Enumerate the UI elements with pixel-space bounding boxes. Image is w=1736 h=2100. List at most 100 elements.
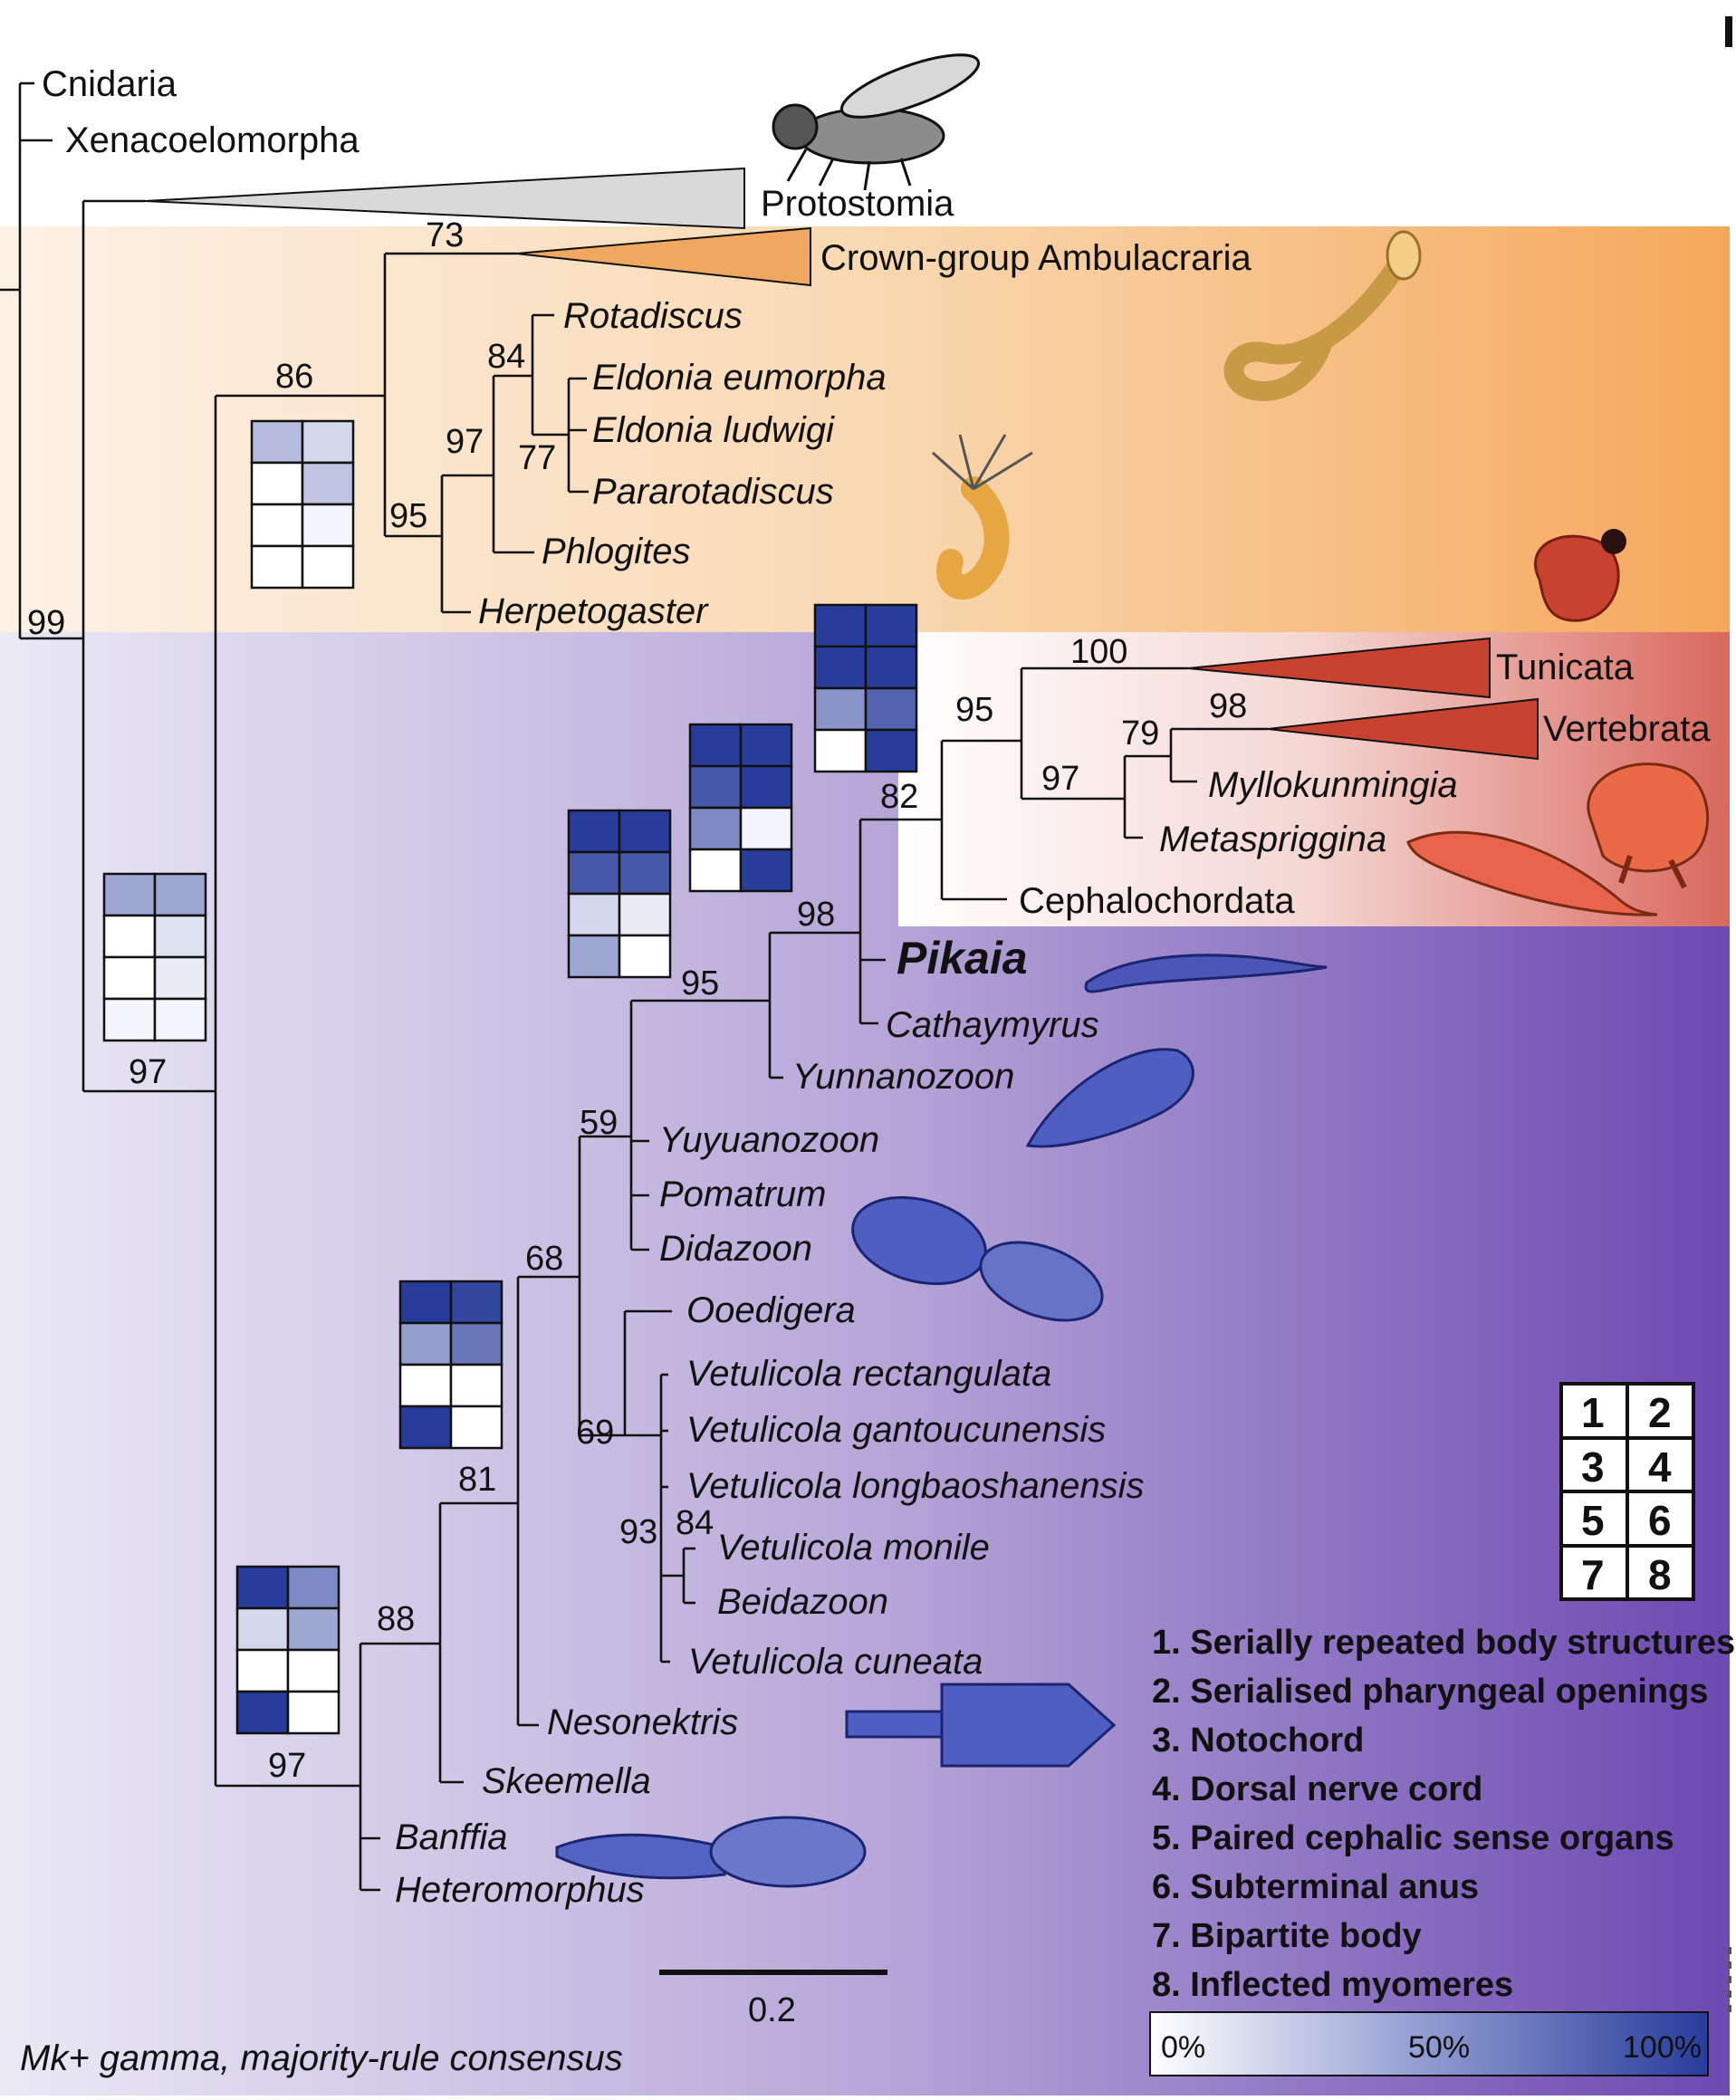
support-97-eld: 97 xyxy=(446,423,484,461)
matrix-cell xyxy=(567,809,621,854)
matrix-cell xyxy=(286,1606,340,1652)
taxon-metaspriggina: Metaspriggina xyxy=(1159,820,1386,859)
matrix-cell xyxy=(618,892,672,937)
matrix-cell xyxy=(688,848,743,893)
matrix-cell xyxy=(235,1690,290,1735)
tree-branches xyxy=(0,82,1268,1892)
matrix-cell xyxy=(153,914,207,959)
acorn-worm-illustration xyxy=(1223,230,1422,401)
vetulicola-illustration xyxy=(845,1683,1117,1768)
tunicate-illustration xyxy=(1533,529,1626,622)
matrix-cell xyxy=(739,806,793,851)
legend-grid-8: 8 xyxy=(1648,1551,1672,1598)
character-4: 4. Dorsal nerve cord xyxy=(1152,1770,1482,1808)
taxon-yunnanozoon: Yunnanozoon xyxy=(792,1057,1014,1097)
taxon-pomatrum: Pomatrum xyxy=(659,1175,827,1214)
support-68: 68 xyxy=(525,1240,563,1278)
herpetogaster-illustration xyxy=(932,434,1033,600)
matrix-cell xyxy=(250,544,304,590)
matrix-cell xyxy=(567,934,621,979)
matrix-cell xyxy=(813,645,868,690)
matrix-cell xyxy=(102,914,157,959)
support-84-eld: 84 xyxy=(487,338,525,376)
support-98-vert: 98 xyxy=(1209,687,1247,725)
taxon-myllokunmingia: Myllokunmingia xyxy=(1208,765,1458,805)
taxon-herpetogaster: Herpetogaster xyxy=(478,591,709,631)
matrix-cell xyxy=(813,728,868,773)
taxon-protostomia: Protostomia xyxy=(761,184,954,224)
taxon-eldonia-eumorpha: Eldonia eumorpha xyxy=(592,358,887,398)
legend-grid: 1 2 3 4 5 6 7 8 xyxy=(1559,1382,1695,1601)
matrix-cell xyxy=(398,1321,453,1366)
support-79: 79 xyxy=(1121,714,1159,753)
taxon-v-gantoucunensis: Vetulicola gantoucunensis xyxy=(686,1410,1106,1450)
matrix-cell xyxy=(449,1405,504,1450)
ambulacraria-wedge xyxy=(515,226,811,287)
character-matrix-97_deut xyxy=(102,872,207,1042)
taxon-beidazoon: Beidazoon xyxy=(717,1582,888,1622)
matrix-cell xyxy=(813,603,868,648)
taxon-heteromorphus: Heteromorphus xyxy=(395,1870,645,1910)
character-matrix-88 xyxy=(235,1565,340,1735)
matrix-cell xyxy=(449,1363,504,1408)
matrix-cell xyxy=(567,850,621,896)
taxon-v-cuneata: Vetulicola cuneata xyxy=(688,1642,983,1682)
taxon-tunicata: Tunicata xyxy=(1496,647,1635,687)
matrix-cell xyxy=(618,850,672,896)
matrix-cell xyxy=(864,645,918,690)
matrix-cell xyxy=(739,723,793,768)
support-93: 93 xyxy=(619,1513,657,1551)
matrix-cell xyxy=(864,728,918,773)
support-88: 88 xyxy=(377,1600,415,1638)
taxon-rotadiscus: Rotadiscus xyxy=(563,296,743,336)
vertebrata-wedge xyxy=(1267,697,1539,761)
protostomia-wedge xyxy=(144,167,745,230)
matrix-cell xyxy=(301,461,355,506)
taxon-ambulacraria: Crown-group Ambulacraria xyxy=(820,238,1252,278)
character-6: 6. Subterminal anus xyxy=(1152,1868,1479,1906)
matrix-cell xyxy=(813,686,868,732)
matrix-cell xyxy=(286,1690,340,1735)
matrix-cell xyxy=(301,544,355,590)
support-98-pik: 98 xyxy=(797,896,835,934)
legend-grid-1: 1 xyxy=(1581,1389,1605,1436)
character-7: 7. Bipartite body xyxy=(1152,1917,1422,1955)
support-86: 86 xyxy=(275,358,313,396)
character-matrix-86 xyxy=(250,419,355,590)
matrix-cell xyxy=(739,764,793,810)
legend-grid-2: 2 xyxy=(1648,1389,1672,1436)
character-5: 5. Paired cephalic sense organs xyxy=(1152,1819,1674,1857)
character-matrices xyxy=(102,419,918,1735)
panel-marker xyxy=(1725,16,1732,47)
fly-illustration xyxy=(772,53,981,191)
support-77: 77 xyxy=(518,439,556,477)
matrix-cell xyxy=(449,1321,504,1366)
character-matrix-68 xyxy=(398,1280,504,1450)
matrix-cell xyxy=(250,461,304,506)
taxon-cephalochordata: Cephalochordata xyxy=(1019,881,1295,921)
support-97-vert: 97 xyxy=(1041,760,1079,798)
character-3: 3. Notochord xyxy=(1152,1721,1364,1760)
matrix-cell xyxy=(688,764,743,810)
fish-illustration xyxy=(1406,830,1658,916)
matrix-cell xyxy=(398,1405,453,1450)
matrix-cell xyxy=(398,1280,453,1325)
matrix-cell xyxy=(250,503,304,548)
matrix-cell xyxy=(739,848,793,893)
taxon-yuyuanozoon: Yuyuanozoon xyxy=(659,1120,879,1160)
support-values: 99 97 86 73 95 97 84 77 100 95 98 79 97 … xyxy=(27,216,1247,1785)
taxon-didazoon: Didazoon xyxy=(659,1229,812,1269)
matrix-cell xyxy=(102,872,157,917)
matrix-cell xyxy=(449,1280,504,1325)
matrix-cell xyxy=(250,419,304,465)
didazoon-illustration xyxy=(851,1195,1104,1322)
color-scale: 0% 50% 100% xyxy=(1149,2011,1709,2076)
taxon-cnidaria: Cnidaria xyxy=(42,64,177,104)
scale-min-label: 0% xyxy=(1161,2030,1205,2065)
character-list: 1. Serially repeated body structures 2. … xyxy=(1152,1624,1735,2004)
character-1: 1. Serially repeated body structures xyxy=(1152,1624,1735,1662)
taxon-nesonektris: Nesonektris xyxy=(547,1702,738,1742)
support-95-yun: 95 xyxy=(681,964,719,1002)
